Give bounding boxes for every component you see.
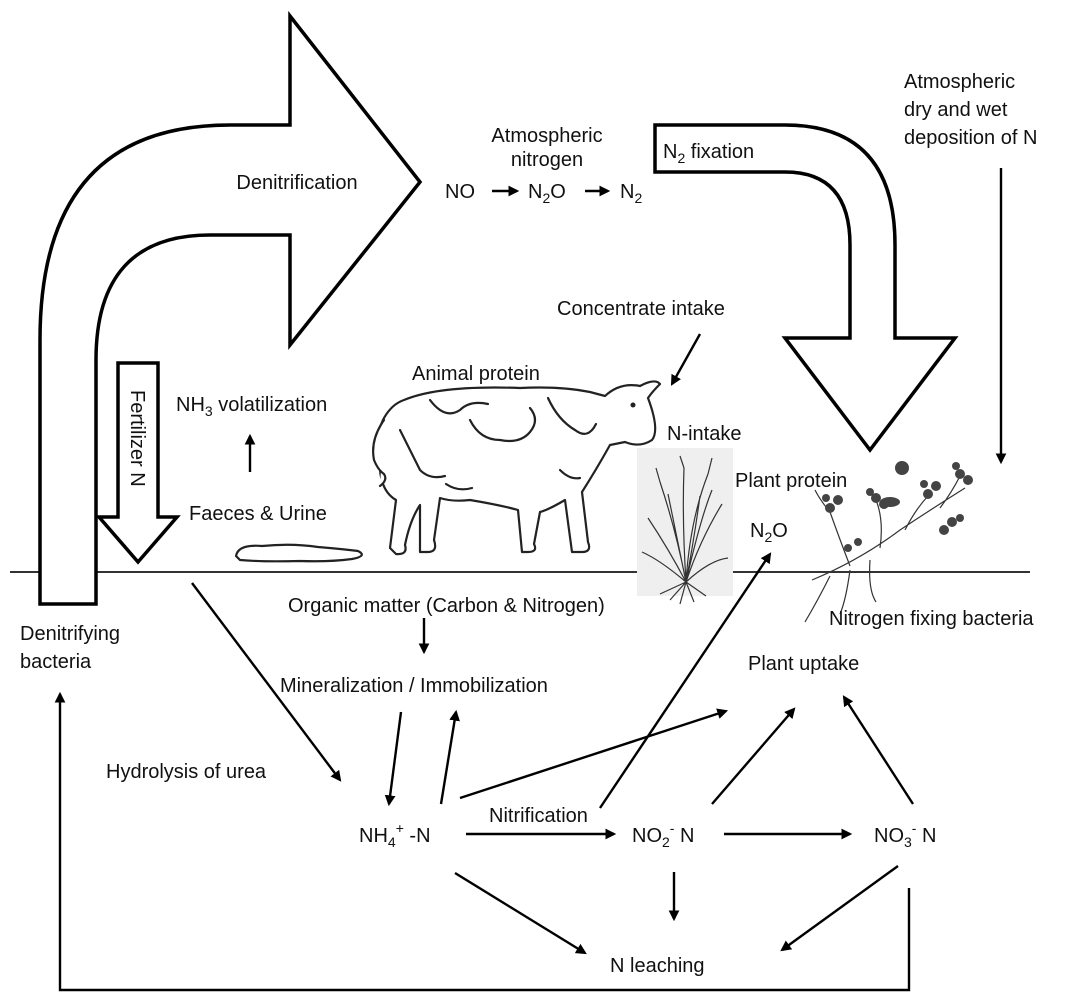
cow-illustration [373,381,660,554]
grass-illustration [637,448,733,604]
label-denitrification: Denitrification [236,172,357,194]
label-nitrogen-fixing-bacteria: Nitrogen fixing bacteria [829,608,1034,630]
arrow-mineralization [389,712,401,804]
label-n2-top: N2 [620,181,642,206]
label-n-intake: N-intake [667,423,741,445]
label-mineralization: Mineralization / Immobilization [280,675,548,697]
label-n2o-mid: N2O [750,520,788,545]
label-n-leaching: N leaching [610,955,705,977]
arrow-denitrification-return [60,694,909,990]
label-no-top: NO [445,181,475,203]
label-nh3-volatilization: NH3 volatilization [176,394,327,419]
arrow-no3-leaching [782,866,898,950]
label-organic-matter: Organic matter (Carbon & Nitrogen) [288,595,605,617]
label-faeces-urine: Faeces & Urine [189,503,327,525]
arrow-nh4-plant-uptake [460,711,726,798]
label-nitrification: Nitrification [489,805,588,827]
arrow-immobilization [441,712,456,804]
label-n2-fixation: N2 fixation [663,141,754,166]
arrow-nh4-leaching [455,873,585,953]
arrow-no3-plant-uptake [844,697,913,804]
arrow-concentrate-intake [672,334,700,384]
arrow-no2-plant-uptake [712,709,794,804]
label-n2o-top: N2O [528,181,566,206]
label-deposition-2: dry and wet [904,99,1008,121]
label-no2-n: NO2- N [632,820,694,850]
n2-fixation-big-arrow [655,125,955,450]
label-plant-protein: Plant protein [735,470,847,492]
label-no3-n: NO3- N [874,820,936,850]
label-plant-uptake: Plant uptake [748,653,859,675]
label-denitrifying-bacteria-2: bacteria [20,651,92,673]
label-deposition-3: deposition of N [904,127,1037,149]
label-nh4-n: NH4+ -N [359,820,431,850]
label-fertilizer-n: Fertilizer N [126,390,148,487]
label-atmospheric-nitrogen-2: nitrogen [511,149,583,171]
label-animal-protein: Animal protein [412,363,540,385]
label-atmospheric-nitrogen-1: Atmospheric [491,125,602,147]
label-concentrate-intake: Concentrate intake [557,298,725,320]
faeces-puddle [236,545,362,562]
label-hydrolysis-of-urea: Hydrolysis of urea [106,761,267,783]
label-denitrifying-bacteria-1: Denitrifying [20,623,120,645]
label-deposition-1: Atmospheric [904,71,1015,93]
